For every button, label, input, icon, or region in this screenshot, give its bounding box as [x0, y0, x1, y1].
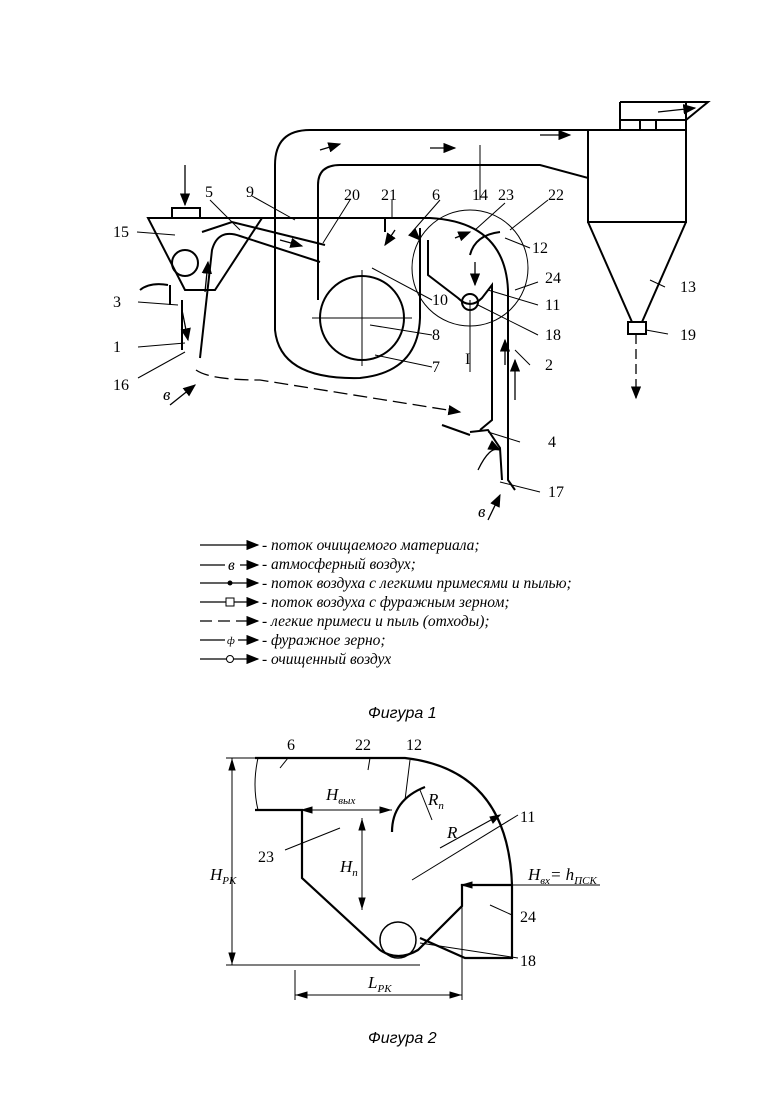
label-21: 21 — [381, 187, 397, 204]
label-2: 2 — [545, 357, 553, 374]
legend-item-4: - поток воздуха с фуражным зерном; — [262, 594, 510, 611]
channel-5-outer — [202, 222, 325, 245]
hopper-15 — [140, 208, 262, 305]
legend-item-6: - фуражное зерно; — [262, 632, 386, 649]
fig2-label-18: 18 — [520, 953, 536, 970]
label-23: 23 — [498, 187, 514, 204]
label-5: 5 — [205, 184, 213, 201]
dim-H-in: Hвх= hПСК — [527, 865, 597, 887]
legend-symbol-air: в — [228, 557, 235, 574]
deflector-12 — [470, 232, 500, 255]
label-24: 24 — [545, 270, 561, 287]
chamber-inner-wall — [255, 810, 512, 956]
legend: в ф - поток очищаемого материала; - атмо… — [200, 537, 572, 668]
channel-5 — [182, 234, 320, 358]
label-10: 10 — [432, 292, 448, 309]
dim-H-p: Hп — [339, 857, 358, 879]
label-20: 20 — [344, 187, 360, 204]
fig2-label-22: 22 — [355, 737, 371, 754]
deflector-12-fig2 — [392, 787, 425, 832]
label-6: 6 — [432, 187, 440, 204]
dimension-arrows-fig2 — [229, 760, 500, 998]
label-8: 8 — [432, 327, 440, 344]
duct-14 — [275, 130, 588, 218]
label-12: 12 — [532, 240, 548, 257]
settling-chamber-6 — [262, 218, 515, 490]
fig2-label-6: 6 — [287, 737, 295, 754]
dim-R: R — [446, 823, 458, 842]
fig2-label-11: 11 — [520, 809, 535, 826]
dim-H-rk: HРК — [209, 865, 237, 887]
label-4: 4 — [548, 434, 556, 451]
screw-18-fig2 — [380, 922, 416, 958]
chamber-outline — [255, 758, 512, 958]
label-22: 22 — [548, 187, 564, 204]
label-13: 13 — [680, 279, 696, 296]
legend-item-5: - легкие примеси и пыль (отходы); — [262, 613, 490, 630]
label-14: 14 — [472, 187, 488, 204]
flow-arrows — [170, 108, 695, 520]
caption-figure-1: Фигура 1 — [368, 705, 437, 722]
dim-L-rk: LРК — [367, 973, 392, 995]
label-1: 1 — [113, 339, 121, 356]
cyclone-13 — [588, 102, 708, 334]
dim-H-out: Hвых — [325, 785, 356, 807]
fig2-label-23: 23 — [258, 849, 274, 866]
figure-2 — [255, 758, 512, 958]
legend-symbol-grain: ф — [227, 635, 235, 647]
label-3: 3 — [113, 294, 121, 311]
label-16: 16 — [113, 377, 129, 394]
fig2-label-12: 12 — [406, 737, 422, 754]
label-19: 19 — [680, 327, 696, 344]
label-9: 9 — [246, 184, 254, 201]
legend-item-2: - атмосферный воздух; — [262, 556, 416, 573]
fig2-label-24: 24 — [520, 909, 536, 926]
dim-R-p: Rп — [427, 790, 444, 812]
legend-item-1: - поток очищаемого материала; — [262, 537, 480, 554]
fan-axes — [312, 270, 412, 366]
inlet-break — [255, 758, 258, 810]
label-air-v2: в — [478, 502, 486, 521]
label-11: 11 — [545, 297, 560, 314]
label-7: 7 — [432, 359, 440, 376]
label-18: 18 — [545, 327, 561, 344]
label-15: 15 — [113, 224, 129, 241]
label-17: 17 — [548, 484, 564, 501]
label-roman-I: I — [465, 351, 470, 368]
caption-figure-2: Фигура 2 — [368, 1030, 437, 1047]
legend-item-3: - поток воздуха с легкими примесями и пы… — [262, 575, 572, 592]
label-air-v1: в — [163, 385, 171, 404]
legend-item-7: - очищенный воздух — [262, 651, 391, 668]
